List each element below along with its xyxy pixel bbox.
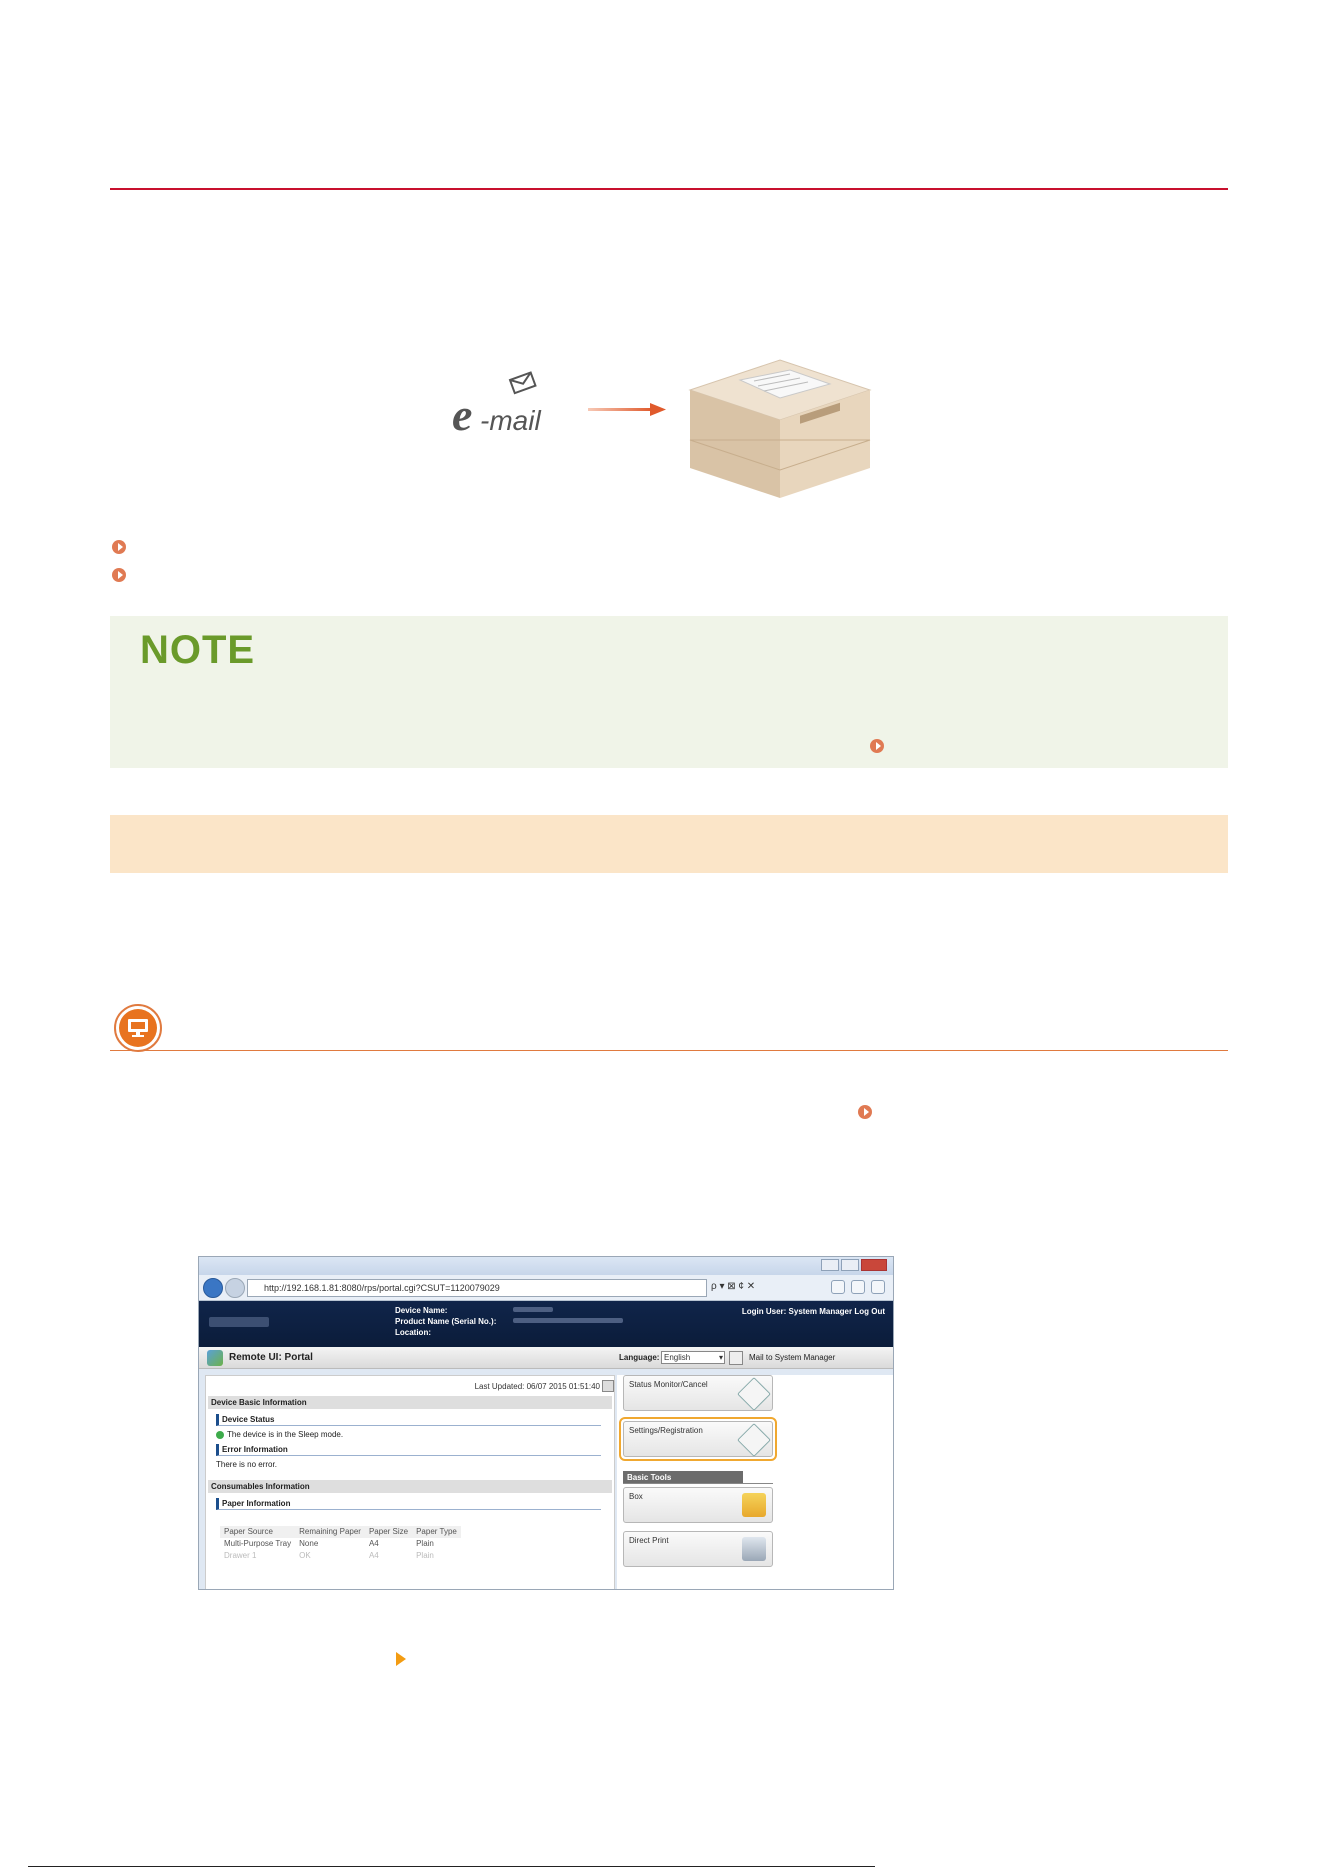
procedure-rule	[110, 1050, 1228, 1051]
circle-arrow-icon	[112, 568, 126, 582]
portal-side-column: Status Monitor/Cancel Settings/Registrat…	[617, 1375, 893, 1589]
favorites-star-icon[interactable]	[851, 1280, 865, 1294]
note-link-arrow[interactable]	[870, 737, 884, 755]
mail-icon[interactable]	[729, 1351, 743, 1365]
back-icon[interactable]	[203, 1278, 223, 1298]
remote-ui-header: Device Name: Product Name (Serial No.): …	[199, 1301, 893, 1347]
portal-title: Remote UI: Portal	[229, 1352, 313, 1363]
table-row: Drawer 1 OK A4 Plain	[224, 1551, 434, 1560]
bullet-link-2[interactable]	[112, 568, 132, 582]
maximize-icon[interactable]	[841, 1259, 859, 1271]
printer-icon	[670, 350, 890, 505]
tools-gear-icon[interactable]	[871, 1280, 885, 1294]
consumables-info-heading: Consumables Information	[208, 1480, 612, 1493]
box-icon	[742, 1493, 766, 1517]
result-triangle-icon	[396, 1652, 406, 1666]
paper-info-heading: Paper Information	[216, 1498, 601, 1510]
paper-table: Paper Source Remaining Paper Paper Size …	[220, 1526, 461, 1562]
email-logo-icon: e -mail	[452, 371, 541, 440]
login-user-text[interactable]: Login User: System Manager Log Out	[741, 1307, 885, 1316]
url-controls[interactable]: ρ ▾ ⊠ ¢ ✕	[711, 1281, 756, 1292]
device-status-line: The device is in the Sleep mode.	[216, 1430, 343, 1439]
svg-text:e: e	[452, 389, 472, 440]
forward-icon[interactable]	[225, 1278, 245, 1298]
home-icon[interactable]	[831, 1280, 845, 1294]
language-label: Language:	[619, 1353, 660, 1362]
device-status-heading: Device Status	[216, 1414, 601, 1426]
circle-arrow-icon	[870, 739, 884, 753]
device-status-text: The device is in the Sleep mode.	[227, 1430, 344, 1439]
bullet-link-1[interactable]	[112, 540, 132, 554]
remote-ui-monitor-icon	[114, 1004, 162, 1052]
status-ok-icon	[216, 1430, 224, 1439]
printer-icon	[742, 1537, 766, 1561]
device-basic-info-heading: Device Basic Information	[208, 1396, 612, 1409]
mail-to-system-manager-link[interactable]: Mail to System Manager	[749, 1353, 836, 1362]
step-link-arrow[interactable]	[858, 1103, 872, 1121]
error-text: There is no error.	[216, 1460, 277, 1469]
portal-main-column: Last Updated: 06/07 2015 01:51:40 Device…	[205, 1375, 615, 1589]
error-info-heading: Error Information	[216, 1444, 601, 1456]
section-heading-band	[110, 815, 1228, 873]
settings-gear-icon	[737, 1423, 771, 1457]
email-logo: e -mail	[450, 370, 590, 440]
device-name-label: Device Name:	[395, 1306, 448, 1315]
browser-address-bar: http://192.168.1.81:8080/rps/portal.cgi?…	[199, 1275, 893, 1301]
arrow-icon	[588, 402, 668, 423]
portal-icon	[207, 1350, 223, 1366]
footer-rule	[28, 1866, 875, 1867]
email-to-printer-illustration: e -mail	[430, 350, 900, 500]
last-updated-text: Last Updated: 06/07 2015 01:51:40	[474, 1382, 600, 1391]
location-label: Location:	[395, 1328, 431, 1337]
product-name-label: Product Name (Serial No.):	[395, 1317, 497, 1326]
window-titlebar	[199, 1257, 893, 1275]
box-button[interactable]: Box	[623, 1487, 773, 1523]
table-header-row: Paper Source Remaining Paper Paper Size …	[220, 1526, 461, 1538]
status-monitor-cancel-button[interactable]: Status Monitor/Cancel	[623, 1375, 773, 1411]
blurred-header-values	[513, 1307, 623, 1329]
eye-icon	[737, 1377, 771, 1411]
table-row: Multi-Purpose Tray None A4 Plain	[224, 1539, 434, 1548]
direct-print-button[interactable]: Direct Print	[623, 1531, 773, 1567]
note-box	[110, 616, 1228, 768]
title-underline	[110, 188, 1228, 190]
note-title: NOTE	[140, 628, 256, 672]
canon-logo	[209, 1317, 269, 1327]
portal-title-bar: Remote UI: Portal Language: English Mail…	[199, 1347, 893, 1369]
minimize-icon[interactable]	[821, 1259, 839, 1271]
language-select[interactable]: English	[661, 1351, 725, 1364]
url-input[interactable]: http://192.168.1.81:8080/rps/portal.cgi?…	[247, 1279, 707, 1297]
remote-ui-screenshot: http://192.168.1.81:8080/rps/portal.cgi?…	[198, 1256, 894, 1590]
circle-arrow-icon	[858, 1105, 872, 1119]
refresh-icon[interactable]	[602, 1380, 614, 1392]
circle-arrow-icon	[112, 540, 126, 554]
close-icon[interactable]	[861, 1259, 887, 1271]
svg-text:-mail: -mail	[480, 405, 541, 436]
settings-highlight-frame	[619, 1417, 777, 1461]
basic-tools-tab[interactable]: Basic Tools	[623, 1471, 743, 1484]
settings-registration-button[interactable]: Settings/Registration	[623, 1421, 773, 1457]
